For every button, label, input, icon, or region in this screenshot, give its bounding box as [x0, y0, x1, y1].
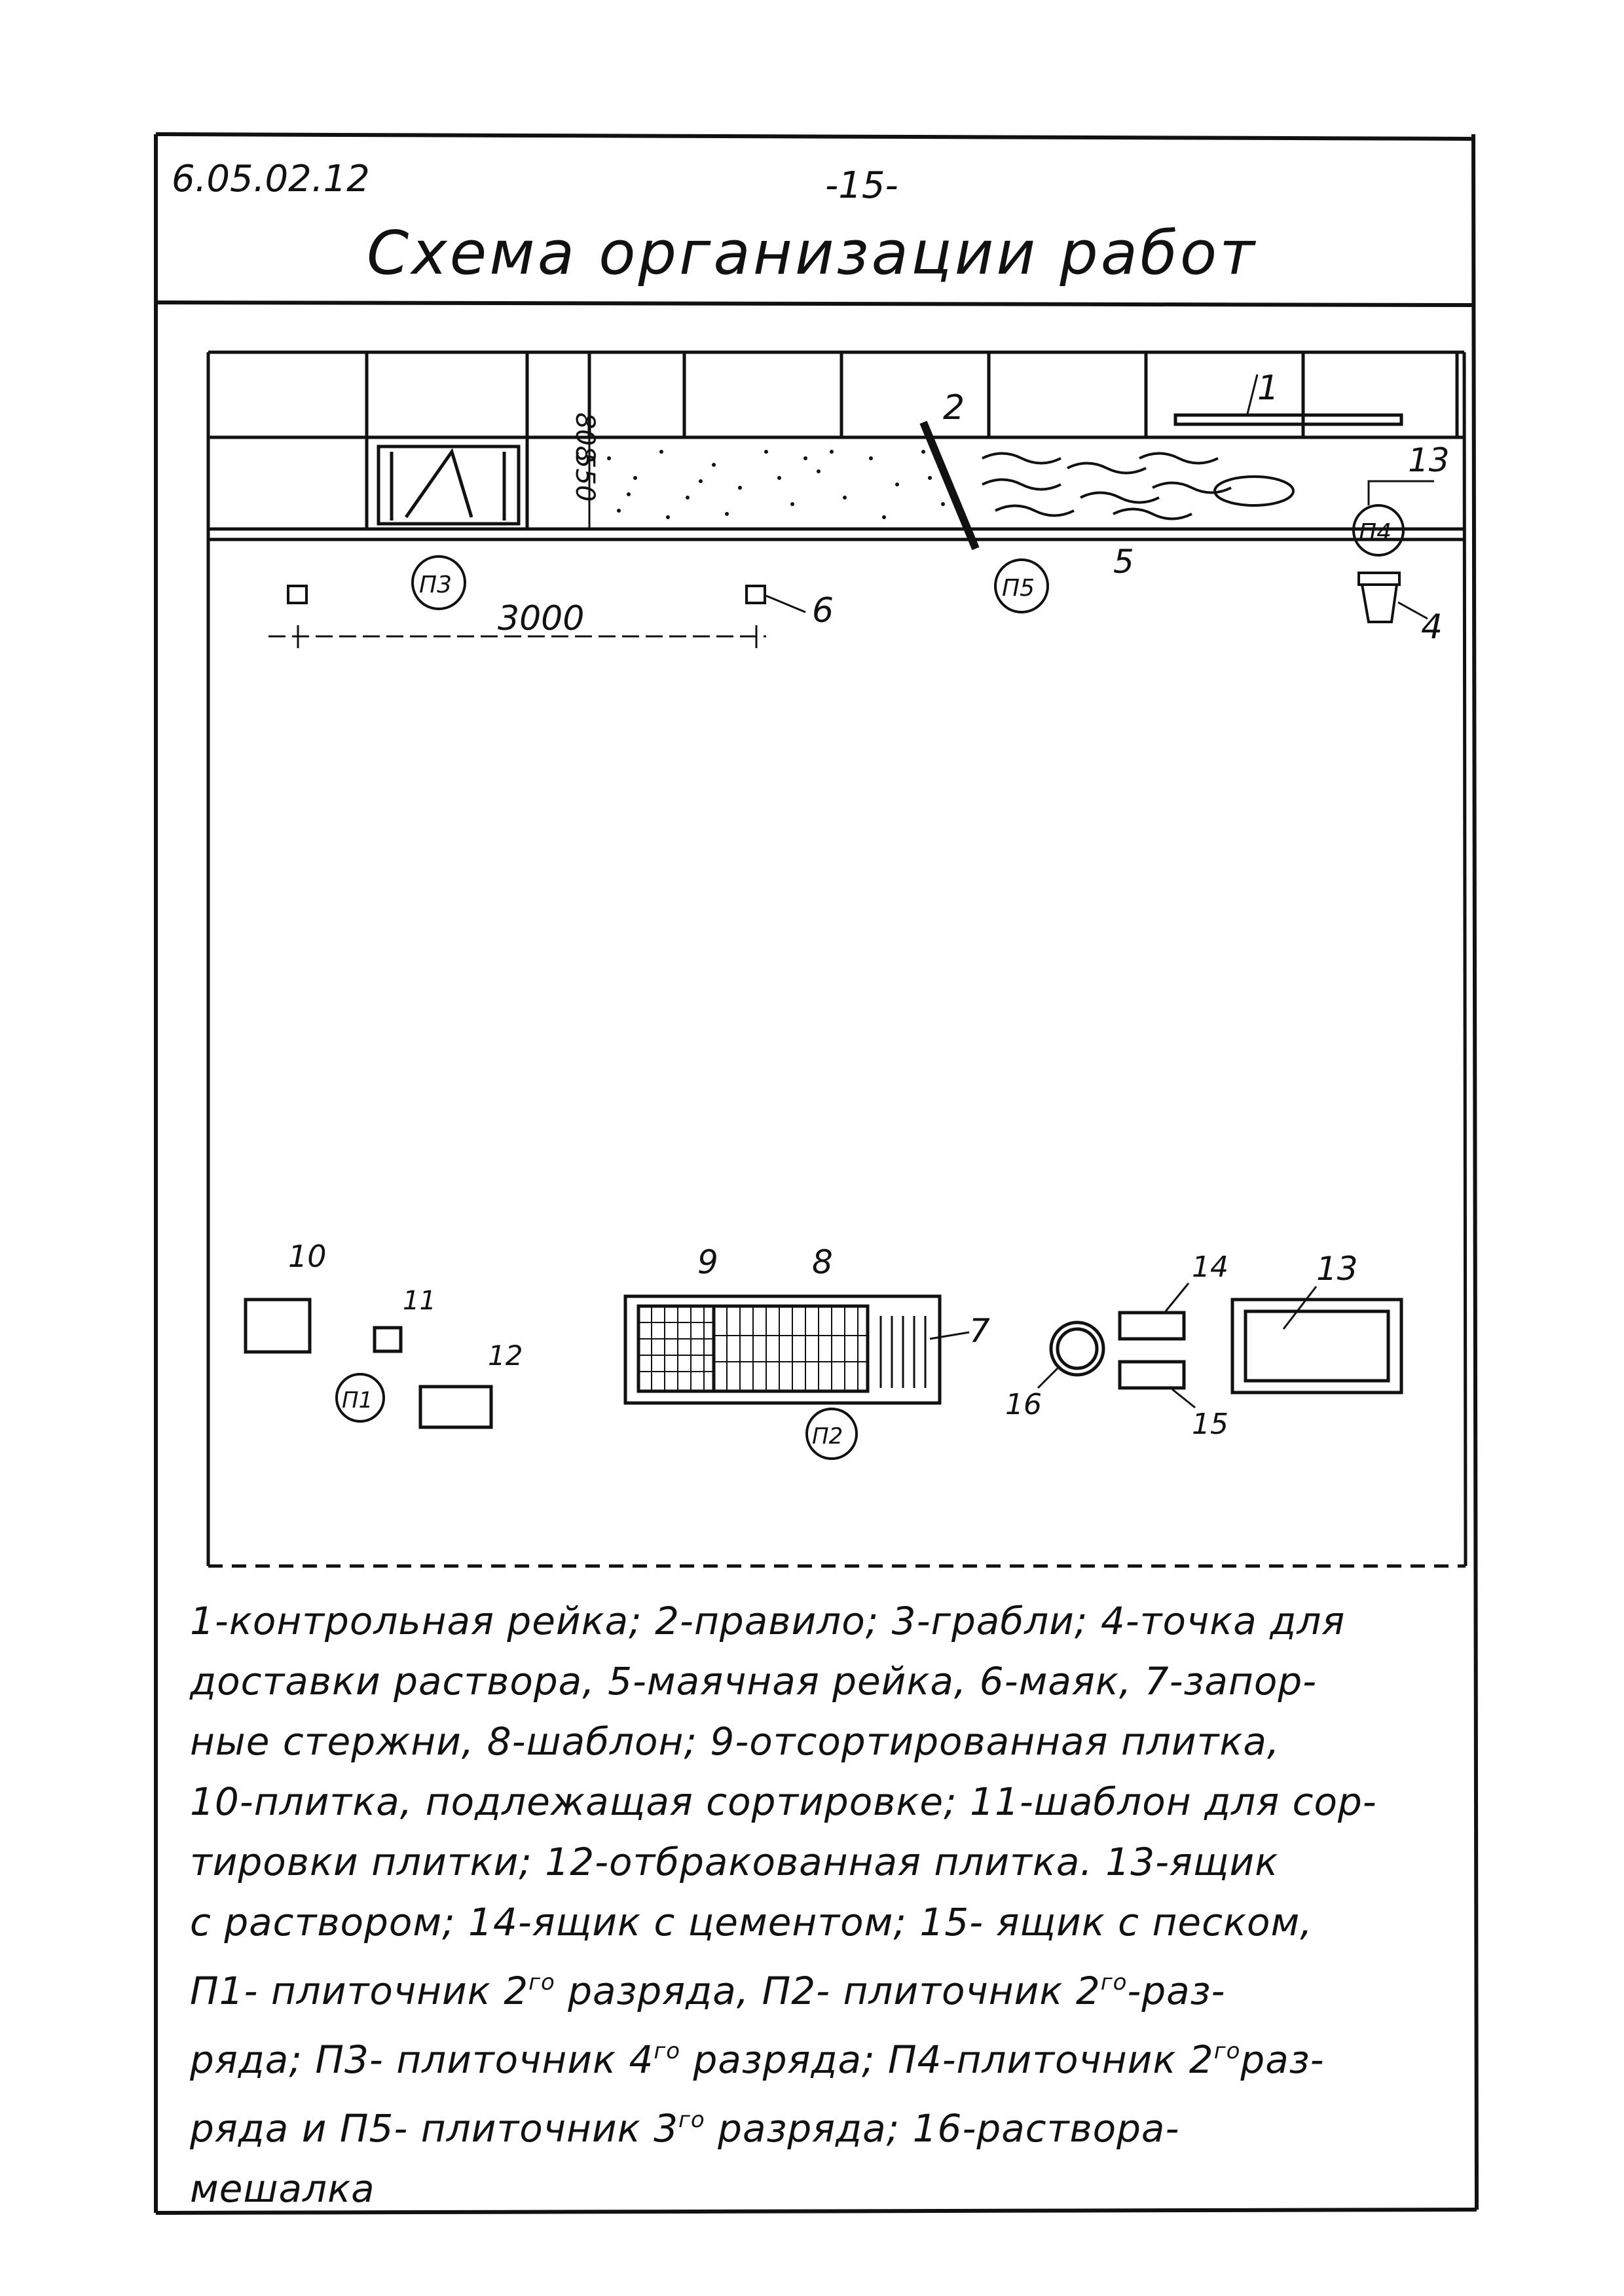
- legend: 1-контрольная рейка; 2-правило; 3-грабли…: [190, 1591, 1473, 2219]
- callout-leader-14: [1164, 1283, 1190, 1312]
- page-frame: [154, 132, 1479, 2215]
- legend-line: 10-плитка, подлежащая сортировке; 11-шаб…: [190, 1779, 1377, 1824]
- plan-area-border: [206, 350, 1467, 1568]
- legend-line: 1-контрольная рейка; 2-правило; 3-грабли…: [190, 1599, 1346, 1643]
- legend-line: с раствором; 14-ящик с цементом; 15- ящи…: [190, 1900, 1313, 1944]
- callout-leader-13-box: [1282, 1286, 1318, 1330]
- callout-14: 14: [1192, 1250, 1228, 1284]
- callout-10: 10: [288, 1239, 327, 1274]
- mortar-mixer: [1049, 1321, 1105, 1377]
- worker-p3: П3: [411, 555, 466, 610]
- svg-text:П2: П2: [812, 1423, 843, 1449]
- callout-2: 2: [943, 388, 965, 428]
- callout-1: 1: [1257, 369, 1279, 408]
- template-cells: [714, 1306, 868, 1391]
- callout-leader-1: [1246, 374, 1259, 414]
- dimension-3000: 3000: [498, 599, 584, 638]
- callout-leader-16: [1037, 1367, 1059, 1389]
- callout-9: 9: [697, 1243, 718, 1281]
- callout-4: 4: [1421, 608, 1443, 647]
- legend-line: ряда и П5- плиточник 3го разряда; 16-рас…: [190, 2106, 1180, 2151]
- legend-line: мешалка: [190, 2166, 375, 2211]
- template-in-row: [377, 445, 521, 526]
- callout-15: 15: [1192, 1408, 1228, 1441]
- callout-leader-13-top: [1367, 480, 1434, 505]
- callout-leader-15: [1172, 1388, 1196, 1409]
- svg-text:П5: П5: [1002, 575, 1035, 602]
- locking-rods: [879, 1316, 927, 1388]
- callout-13-box: 13: [1316, 1250, 1358, 1288]
- mortar-delivery-bucket: [1357, 572, 1401, 623]
- straightedge-rule: [919, 420, 980, 551]
- beacons: [287, 585, 766, 604]
- callout-leader-4: [1397, 601, 1428, 620]
- legend-line: ные стержни, 8-шаблон; 9-отсортированная…: [190, 1719, 1280, 1764]
- mortar-heap-waves: [982, 452, 1295, 520]
- tile-to-sort: [244, 1298, 312, 1354]
- doc-code: 6.05.02.12: [172, 158, 370, 200]
- svg-text:П3: П3: [419, 572, 452, 598]
- worker-p4: П4: [1352, 504, 1405, 556]
- callout-12: 12: [488, 1339, 523, 1372]
- svg-text:П4: П4: [1359, 519, 1392, 546]
- callout-8: 8: [812, 1243, 833, 1281]
- callout-5: 5: [1113, 543, 1134, 581]
- cement-box: [1118, 1311, 1186, 1341]
- callout-13-top: 13: [1408, 441, 1450, 479]
- dimension-3000-line: [268, 625, 766, 648]
- mortar-box: [1230, 1298, 1403, 1394]
- dimension-808: 808: [570, 412, 600, 462]
- mortar-layer-dots: [607, 450, 945, 519]
- callout-7: 7: [969, 1312, 990, 1350]
- legend-line: П1- плиточник 2го разряда, П2- плиточник…: [190, 1969, 1226, 2013]
- legend-line: доставки раствора, 5-маячная рейка, 6-ма…: [190, 1659, 1318, 1704]
- callout-16: 16: [1005, 1388, 1042, 1421]
- legend-line: тировки плитки; 12-отбракованная плитка.…: [190, 1840, 1279, 1884]
- sorted-tile-cells: [638, 1306, 714, 1391]
- callout-6: 6: [812, 591, 834, 630]
- rejected-tile: [418, 1385, 493, 1429]
- page-number: -15-: [825, 164, 898, 207]
- callout-leader-6: [766, 594, 806, 613]
- dimension-550: 550: [570, 452, 600, 501]
- page-title: Схема организации работ: [367, 218, 1257, 288]
- legend-line: ряда; П3- плиточник 4го разряда; П4-плит…: [190, 2037, 1325, 2082]
- svg-text:П1: П1: [342, 1387, 373, 1413]
- worker-p5: П5: [994, 558, 1049, 613]
- worker-p2: П2: [805, 1408, 858, 1460]
- worker-p1: П1: [335, 1373, 385, 1423]
- callout-leader-7: [929, 1331, 970, 1340]
- sand-box: [1118, 1360, 1186, 1390]
- control-rail: [1173, 413, 1403, 426]
- sorting-template: [373, 1326, 403, 1353]
- callout-11: 11: [403, 1286, 436, 1316]
